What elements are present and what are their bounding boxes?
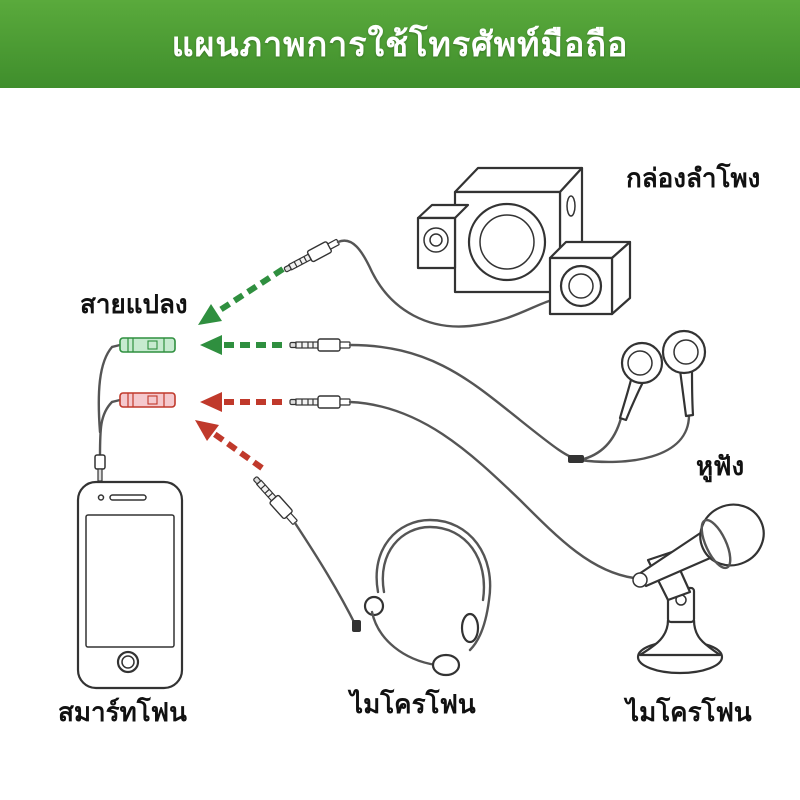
left-earbud-mesh (627, 350, 653, 376)
left-satellite-driver-center (429, 233, 443, 247)
splitter-phone-plug-body (94, 454, 106, 470)
splitter-label: สายแปลง (80, 290, 188, 320)
subwoofer-port (566, 195, 576, 217)
earphone-cable-left (578, 416, 623, 462)
headset-mic-label: ไมโครโฟน (350, 690, 476, 720)
left-earbud-stem (618, 374, 646, 422)
headset-ear-pad (460, 612, 480, 644)
desk-mic-cable (348, 400, 636, 580)
phone-speaker-slot (109, 494, 147, 501)
desk-mic-base-cone (638, 618, 722, 657)
desk-mic-label: ไมโครโฟน (626, 698, 752, 728)
page-title: แผนภาพการใช้โทรศัพท์มือถือ (171, 25, 629, 65)
title-banner: แผนภาพการใช้โทรศัพท์มือถือ (0, 0, 800, 88)
earphones-label: หูฟัง (696, 452, 745, 482)
earphones-icon (618, 329, 707, 422)
red-arrow-headset-mic (195, 420, 264, 471)
earphone-cable (348, 343, 582, 462)
red-jack (119, 392, 176, 408)
right-earbud-stem (678, 368, 695, 418)
desk-mic-plug (289, 395, 351, 409)
headset-cable-clip (352, 620, 361, 632)
green-arrow-earphones (200, 335, 282, 355)
phone-screen (85, 514, 175, 648)
headset-band-inner (381, 525, 486, 602)
smartphone-icon (76, 480, 184, 690)
headset-mic-foam (431, 653, 461, 677)
headset-microphone-icon (352, 518, 492, 677)
speaker-icon (416, 166, 632, 316)
phone-camera (97, 494, 105, 501)
smartphone-label: สมาร์ทโฟน (58, 698, 187, 728)
audio-splitter-icon (94, 337, 176, 482)
speaker-plug (281, 235, 342, 276)
splitter-cable-green (97, 343, 122, 434)
splitter-cable-red (98, 398, 122, 458)
desk-microphone-icon (632, 503, 765, 675)
speaker-cable (336, 239, 554, 328)
desk-mic-handle-end (632, 572, 648, 588)
earphone-yoke (568, 455, 584, 463)
headset-ear-hook (363, 595, 385, 617)
earphone-plug (289, 338, 351, 352)
red-arrow-desk-mic (200, 392, 282, 412)
green-arrow-speakers (198, 266, 285, 325)
desk-mic-head-ring (700, 518, 732, 570)
speakers-label: กล่องลำโพง (626, 164, 761, 194)
right-earbud-inner (673, 339, 699, 365)
earphone-cable-right (578, 412, 691, 464)
headset-boom (370, 610, 438, 667)
headset-cable (293, 521, 358, 628)
subwoofer-woofer-inner (479, 214, 535, 270)
headset-band (375, 518, 492, 652)
headset-plug (249, 473, 301, 528)
splitter-phone-plug-tip (97, 468, 103, 482)
right-satellite-driver-center (568, 273, 594, 299)
phone-home-button-inner (121, 655, 135, 669)
green-jack (119, 337, 176, 353)
desk-mic-head (699, 503, 765, 567)
